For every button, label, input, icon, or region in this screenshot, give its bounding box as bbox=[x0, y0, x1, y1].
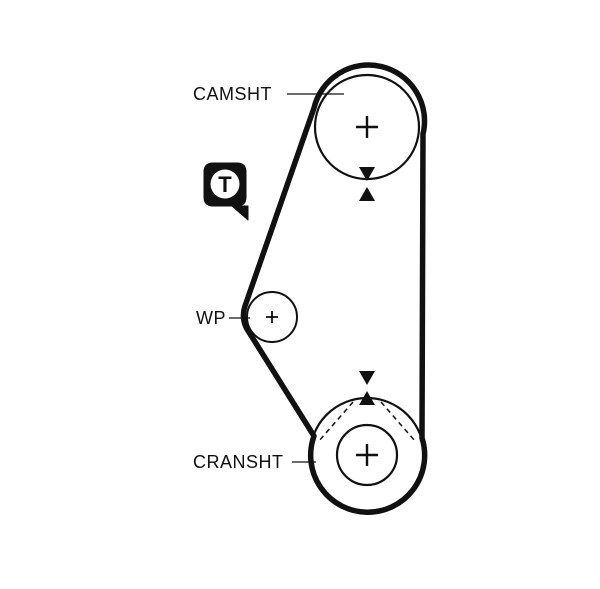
tensioner-badge: T bbox=[203, 162, 249, 221]
crankshaft-pulley-outer bbox=[308, 396, 426, 514]
camshaft-timing-marks bbox=[359, 167, 375, 201]
timing-mark-down-icon bbox=[359, 371, 375, 385]
tensioner-letter: T bbox=[218, 172, 232, 197]
crankshaft-center-cross-icon bbox=[356, 444, 378, 466]
timing-mark-down-icon bbox=[359, 167, 375, 181]
camshaft-center-cross-icon bbox=[356, 116, 378, 138]
timing-mark-up-icon bbox=[359, 187, 375, 201]
water-pump-label: WP bbox=[196, 308, 226, 328]
tensioner-badge-circle bbox=[210, 169, 240, 199]
water-pump-center-cross-icon bbox=[266, 311, 278, 323]
crankshaft-label: CRANSHT bbox=[193, 452, 284, 472]
camshaft-label: CAMSHT bbox=[193, 84, 272, 104]
